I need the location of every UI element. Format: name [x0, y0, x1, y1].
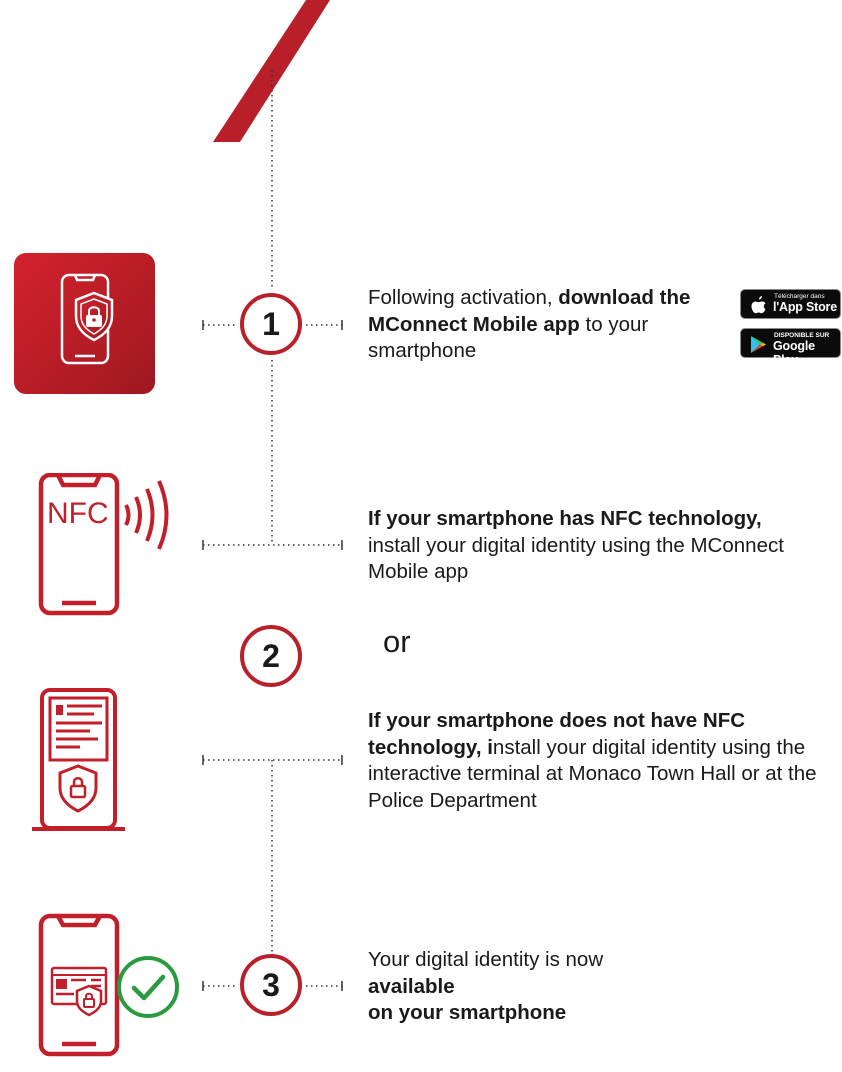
apple-icon [751, 296, 766, 314]
app-store-badge[interactable]: Télécharger dans l'App Store [740, 289, 841, 319]
phone-shield-lock-icon [14, 253, 155, 394]
check-circle-icon [117, 956, 179, 1018]
step-2-nfc-description: If your smartphone has NFC technology, i… [368, 507, 784, 583]
interactive-terminal-icon [32, 688, 127, 833]
google-play-icon [751, 336, 766, 353]
step-1-number: 1 [240, 293, 302, 355]
step-1-description: Following activation, download the MConn… [368, 286, 691, 362]
phone-id-card-check-icon [38, 913, 183, 1058]
or-separator: or [383, 624, 411, 659]
step-3-number: 3 [240, 954, 302, 1016]
step-2-number: 2 [240, 625, 302, 687]
nfc-label: NFC [47, 497, 109, 530]
google-play-badge[interactable]: DISPONIBLE SUR Google Play [740, 328, 841, 367]
phone-nfc-icon: NFC [38, 472, 183, 618]
step-2-terminal-description: If your smartphone does not have NFC tec… [368, 709, 817, 812]
